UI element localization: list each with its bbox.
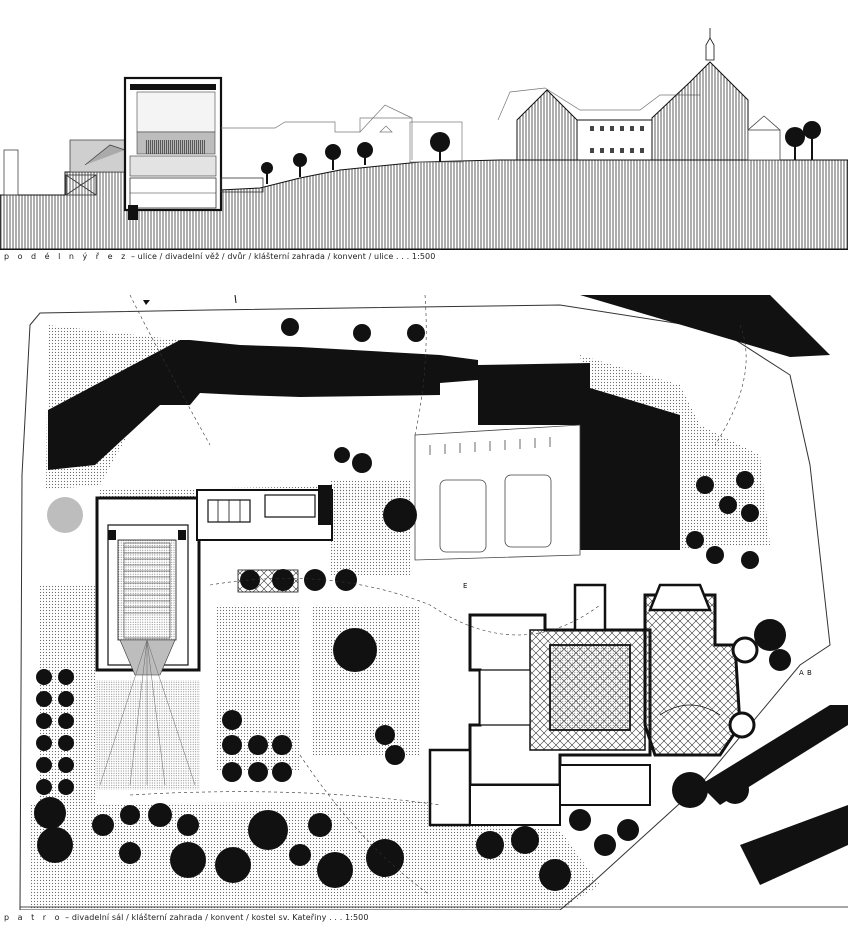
terrain-contours (129, 294, 747, 896)
church-st-catherine (643, 583, 759, 757)
parking-lot (414, 424, 581, 561)
section-trees (261, 121, 821, 184)
plan-caption-keyword: p a t r o (4, 913, 63, 922)
mark-a-label: A (799, 669, 804, 677)
courtyard-structure (65, 174, 264, 196)
mark-b-label: B (807, 669, 812, 677)
theatre-tower (123, 76, 223, 220)
convent-cloister (428, 583, 652, 827)
section-caption-text: – ulice / divadelní věž / dvůr / klášter… (128, 252, 436, 261)
section-marks: A B E (143, 294, 812, 677)
mark-e-label: E (463, 582, 467, 590)
site-floor-plan-drawing: A B E (19, 294, 848, 910)
stage-fan (99, 639, 196, 786)
street-block-buildings (48, 340, 680, 550)
section-caption-keyword: p o d é l n ý ř e z (4, 252, 129, 261)
background-buildings (221, 87, 700, 163)
convent-windows (590, 126, 644, 153)
auditorium-seating (124, 546, 170, 614)
site-boundary (19, 304, 831, 910)
round-plaza-feature (47, 497, 83, 533)
plan-trees (34, 318, 791, 891)
longitudinal-section-drawing (0, 28, 848, 250)
plan-caption: p a t r o – divadelní sál / klášterní za… (4, 913, 369, 922)
plan-caption-text: – divadelní sál / klášterní zahrada / ko… (62, 913, 369, 922)
theatre-hall (95, 496, 201, 676)
section-caption: p o d é l n ý ř e z – ulice / divadelní … (4, 252, 435, 261)
convent-mass (516, 28, 781, 161)
